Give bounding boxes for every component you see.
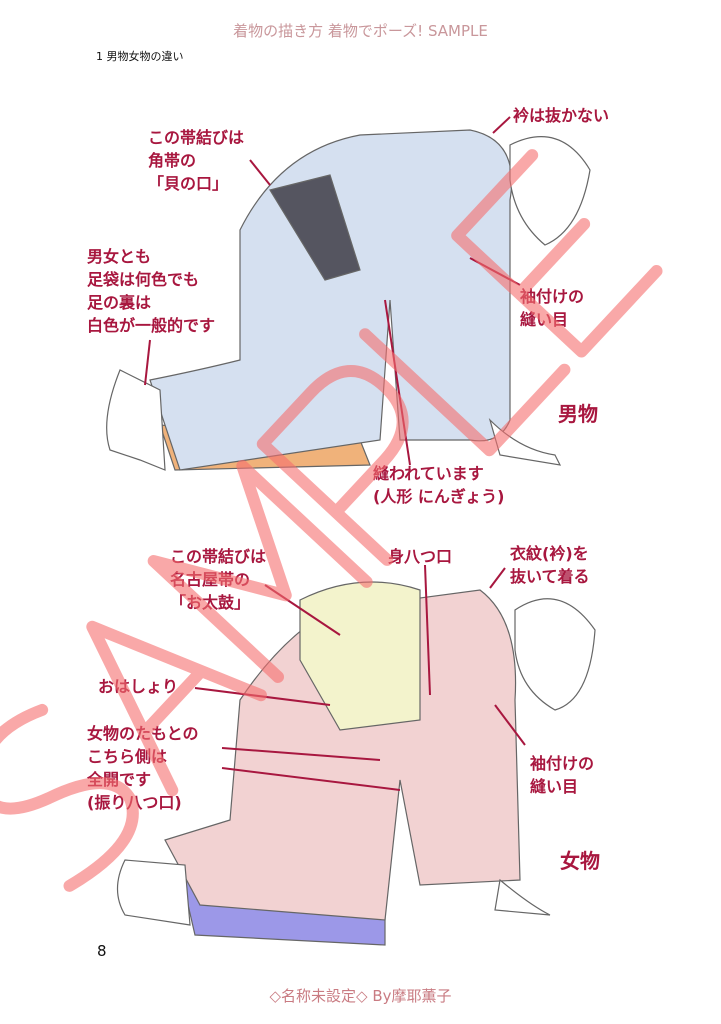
- label-female-collar: 衣紋(衿)を 抜いて着る: [510, 544, 590, 586]
- label-sleeve-open: 女物のたもとの こちら側は 全開です (振り八つ口): [87, 724, 199, 812]
- label-female-sleeve: 袖付けの 縫い目: [530, 754, 595, 796]
- label-male-sewn: 縫われています (人形 にんぎょう): [373, 464, 505, 506]
- label-ohashori: おはしょり: [98, 677, 179, 696]
- footer-credit: ◇名称未設定◇ By摩耶薫子: [269, 987, 452, 1005]
- female-head: [514, 598, 596, 711]
- male-obi: [269, 174, 361, 281]
- label-miyatsuguchi: 身八つ口: [388, 547, 453, 566]
- female-heading: 女物: [560, 849, 600, 873]
- male-head: [509, 136, 591, 246]
- section-title: 1 男物女物の違い: [96, 50, 184, 63]
- header-title: 着物の描き方 着物でポーズ! SAMPLE: [233, 22, 488, 40]
- female-figure-illustration: [116, 581, 596, 946]
- label-male-collar: 衿は抜かない: [513, 106, 610, 125]
- label-male-sleeve: 袖付けの 縫い目: [520, 287, 585, 329]
- female-hand: [494, 878, 551, 916]
- label-male-obi: この帯結びは 角帯の 「貝の口」: [148, 128, 245, 193]
- female-tabi: [116, 859, 191, 926]
- male-heading: 男物: [558, 402, 598, 426]
- page-number: 8: [97, 942, 107, 960]
- label-tabi: 男女とも 足袋は何色でも 足の裏は 白色が一般的です: [87, 247, 216, 335]
- label-female-obi: この帯結びは 名古屋帯の 「お太鼓」: [170, 547, 267, 612]
